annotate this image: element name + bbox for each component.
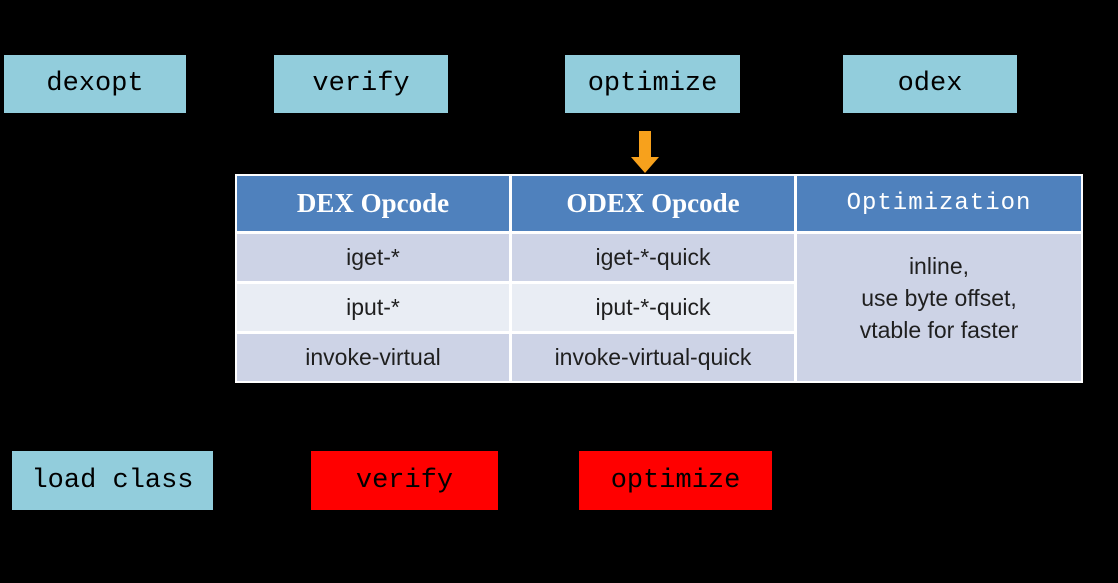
bottom-box-optimize-label: optimize — [610, 465, 741, 496]
cell-text: invoke-virtual — [305, 344, 441, 370]
table-header-optimization: Optimization — [797, 176, 1081, 231]
cell-text: iput-*-quick — [595, 294, 711, 320]
bottom-box-load-class: load class — [12, 451, 213, 510]
optimization-line-1: inline, — [908, 253, 970, 279]
table-header-dex-opcode: DEX Opcode — [237, 176, 509, 231]
top-box-dexopt: dexopt — [4, 55, 186, 113]
table-cell-odex-iput-quick: iput-*-quick — [512, 284, 794, 331]
table-header-odex-opcode: ODEX Opcode — [512, 176, 794, 231]
table-header-odex-opcode-label: ODEX Opcode — [566, 188, 740, 218]
table-cell-odex-invoke-virtual-quick: invoke-virtual-quick — [512, 334, 794, 381]
optimization-line-3: vtable for faster — [859, 317, 1019, 343]
table-header-optimization-label: Optimization — [846, 190, 1032, 217]
down-arrow-icon — [631, 131, 659, 173]
top-box-optimize-label: optimize — [587, 69, 718, 99]
cell-text: invoke-virtual-quick — [554, 344, 752, 370]
cell-text: iput-* — [346, 294, 400, 320]
top-box-odex-label: odex — [897, 69, 963, 99]
table-cell-dex-iput: iput-* — [237, 284, 509, 331]
optimization-line-2: use byte offset, — [861, 285, 1017, 311]
top-box-dexopt-label: dexopt — [46, 69, 144, 99]
top-box-verify-label: verify — [312, 69, 410, 99]
top-box-optimize: optimize — [565, 55, 740, 113]
down-arrow-head — [631, 157, 659, 173]
opcode-table: DEX Opcode ODEX Opcode Optimization iget… — [235, 174, 1083, 383]
top-box-odex: odex — [843, 55, 1017, 113]
top-box-verify: verify — [274, 55, 448, 113]
bottom-box-optimize: optimize — [579, 451, 772, 510]
table-cell-dex-invoke-virtual: invoke-virtual — [237, 334, 509, 381]
table-cell-odex-iget-quick: iget-*-quick — [512, 234, 794, 281]
down-arrow-shaft — [639, 131, 651, 158]
cell-text: iget-*-quick — [595, 244, 711, 270]
table-header-dex-opcode-label: DEX Opcode — [296, 188, 450, 218]
bottom-box-load-class-label: load class — [31, 465, 194, 496]
bottom-box-verify-label: verify — [355, 465, 454, 496]
bottom-box-verify: verify — [311, 451, 498, 510]
table-cell-optimization-merged: inline, use byte offset, vtable for fast… — [797, 234, 1081, 381]
table-cell-dex-iget: iget-* — [237, 234, 509, 281]
cell-text: iget-* — [346, 244, 400, 270]
